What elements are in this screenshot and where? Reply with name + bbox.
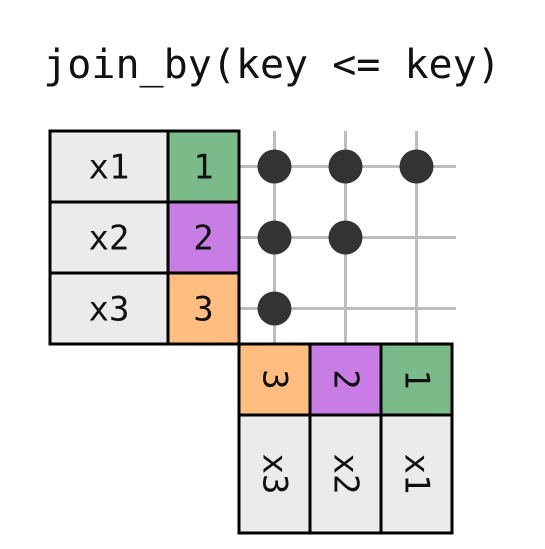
right-column: 1 x1 — [379, 342, 454, 535]
left-value-label: x1 — [89, 148, 130, 188]
left-key-label: 1 — [193, 148, 213, 188]
diagram-title: join_by(key <= key) — [43, 42, 501, 88]
right-value-label: x3 — [255, 454, 295, 495]
right-value-cell — [379, 413, 454, 535]
left-key-cell — [166, 271, 241, 346]
match-dot — [328, 149, 363, 184]
right-value-cell — [237, 413, 312, 535]
match-dot — [328, 220, 363, 255]
left-row: x3 3 — [48, 271, 241, 346]
left-key-label: 3 — [193, 290, 213, 330]
right-column: 2 x2 — [308, 342, 383, 535]
left-key-label: 2 — [193, 219, 213, 259]
right-value-label: x2 — [326, 454, 366, 495]
left-value-label: x2 — [89, 219, 130, 259]
right-table: 3 x3 2 x2 1 x1 — [237, 342, 454, 535]
right-key-label: 1 — [397, 369, 437, 389]
left-value-cell — [48, 271, 170, 346]
left-value-label: x3 — [89, 290, 130, 330]
match-dot — [257, 291, 292, 326]
left-key-cell — [166, 129, 241, 204]
right-key-label: 2 — [326, 369, 366, 389]
right-value-label: x1 — [397, 454, 437, 495]
match-dot — [399, 149, 434, 184]
match-dot — [257, 149, 292, 184]
left-row: x2 2 — [48, 200, 241, 275]
right-value-cell — [308, 413, 383, 535]
left-table: x1 1 x2 2 x3 3 — [48, 129, 241, 346]
match-dot — [257, 220, 292, 255]
right-column: 3 x3 — [237, 342, 312, 535]
right-key-label: 3 — [255, 369, 295, 389]
left-row: x1 1 — [48, 129, 241, 204]
match-dots — [257, 149, 434, 326]
